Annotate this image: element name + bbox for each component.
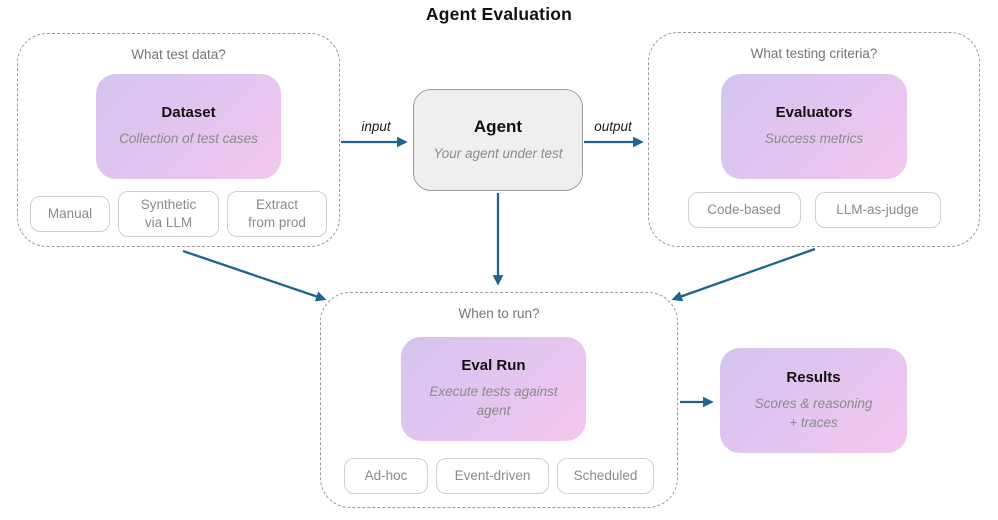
chip-synthetic: Synthetic via LLM	[118, 191, 219, 237]
when-chips: Ad-hoc Event-driven Scheduled	[321, 453, 677, 499]
dataset-card-subtitle: Collection of test cases	[119, 131, 258, 147]
results-card-title: Results	[786, 368, 841, 386]
chip-llm-as-judge: LLM-as-judge	[814, 192, 941, 228]
eval-run-card-subtitle: Execute tests against agent	[429, 384, 558, 418]
evaluators-card-subtitle: Success metrics	[764, 131, 864, 147]
test-data-chips: Manual Synthetic via LLM Extract from pr…	[18, 191, 339, 237]
results-card: Results Scores & reasoning + traces	[720, 348, 907, 453]
chip-ad-hoc: Ad-hoc	[344, 458, 428, 494]
eval-run-card-title: Eval Run	[461, 357, 526, 375]
chip-extract: Extract from prod	[227, 191, 327, 237]
agent-card: Agent Your agent under test	[413, 89, 583, 191]
output-arrow-label: output	[594, 119, 632, 134]
dataset-card-title: Dataset	[161, 104, 216, 122]
evaluators-card-title: Evaluators	[775, 104, 853, 122]
criteria-to-when-arrow	[671, 247, 816, 302]
group-when-to-run-label: When to run?	[458, 306, 540, 321]
dataset-card: Dataset Collection of test cases	[96, 74, 281, 179]
group-criteria: What testing criteria? Evaluators Succes…	[648, 32, 980, 247]
group-test-data-label: What test data?	[131, 47, 226, 62]
chip-event-driven: Event-driven	[436, 458, 549, 494]
criteria-chips: Code-based LLM-as-judge	[649, 187, 979, 233]
group-criteria-label: What testing criteria?	[750, 46, 878, 61]
evaluators-card: Evaluators Success metrics	[721, 74, 907, 179]
eval-run-card: Eval Run Execute tests against agent	[401, 337, 586, 441]
testdata-to-when-arrow	[182, 249, 327, 302]
input-arrow-label: input	[361, 119, 391, 134]
diagram-title: Agent Evaluation	[425, 4, 573, 24]
chip-manual: Manual	[30, 196, 110, 232]
chip-scheduled: Scheduled	[557, 458, 654, 494]
agent-card-title: Agent	[473, 116, 523, 136]
group-test-data: What test data? Dataset Collection of te…	[17, 33, 340, 247]
agent-card-subtitle: Your agent under test	[433, 145, 563, 161]
chip-code-based: Code-based	[687, 192, 801, 228]
results-card-subtitle: Scores & reasoning + traces	[754, 395, 873, 430]
group-when-to-run: When to run? Eval Run Execute tests agai…	[320, 292, 678, 508]
